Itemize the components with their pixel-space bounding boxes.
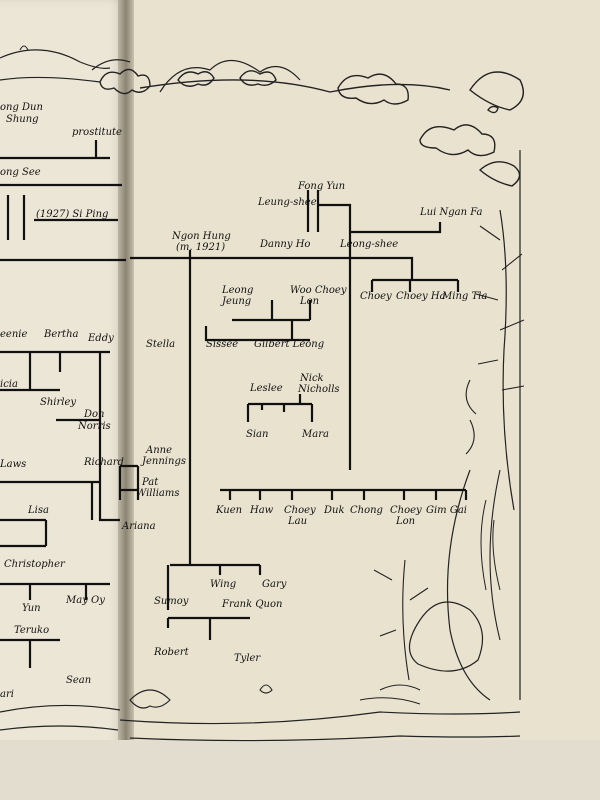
name-christopher: Christopher [4,559,65,570]
name-si-ping: (1927) Si Ping [36,209,109,220]
name-richard: Richard [84,457,124,468]
name-yun: Yun [22,603,41,614]
name-fong-yun: Fong Yun [298,181,346,192]
name-leslee: Leslee [250,383,283,394]
name-teruko: Teruko [14,625,50,636]
name-frank-quon: Frank Quon [222,599,283,610]
name-robert: Robert [154,647,189,658]
name-woo-choey-lon-1: Woo Choey [290,285,347,296]
name-kuen: Kuen [216,505,243,516]
name-chong: Chong [350,505,383,516]
name-duk: Duk [324,505,345,516]
name-haw: Haw [250,505,274,516]
name-leong-jeung-2: Jeung [222,296,252,307]
page-bottom [0,740,600,800]
name-ari: ari [0,689,14,700]
name-pat-williams-2: Williams [136,488,180,499]
name-lisa: Lisa [28,505,49,516]
right-page [132,0,600,800]
name-don-norris-1: Don [84,409,105,420]
name-ngon-hung-1: Ngon Hung [172,231,231,242]
name-fong-dun-shung-1: ong Dun [0,102,43,113]
name-anne-jennings-2: Jennings [142,456,186,467]
name-tyler: Tyler [234,653,261,664]
name-choey-lau-1: Choey [284,505,316,516]
name-danny-ho: Danny Ho [260,239,311,250]
name-nick-nicholls-1: Nick [300,373,324,384]
name-laws: Laws [0,459,27,470]
tree-connector-lines [0,140,468,668]
name-shirley: Shirley [40,397,77,408]
name-stella: Stella [146,339,176,350]
name-fong-dun-shung-2: Shung [6,114,39,125]
name-wing: Wing [210,579,237,590]
name-sissee: Sissee [206,339,239,350]
name-leong-shee: Leong-shee [340,239,399,250]
name-lui-ngan-fa: Lui Ngan Fa [420,207,483,218]
name-choey: Choey [360,291,392,302]
name-ngon-hung-2: (m. 1921) [176,242,226,253]
decorative-border [0,45,525,742]
name-woo-choey-lon-2: Lon [300,296,320,307]
name-icia: icia [0,379,18,390]
name-prostitute: prostitute [72,127,122,138]
name-may-oy: May Oy [66,595,105,606]
name-sumoy: Sumoy [154,596,189,607]
name-bertha: Bertha [44,329,79,340]
name-pat-williams-1: Pat [142,477,159,488]
name-gary: Gary [262,579,287,590]
name-choey-ha: Choey Ha [396,291,446,302]
name-leong-jeung-1: Leong [222,285,254,296]
left-page [0,0,128,800]
name-gilbert-leong: Gilbert Leong [254,339,325,350]
name-mara: Mara [302,429,329,440]
name-anne-jennings-1: Anne [146,445,173,456]
name-choey-lau-2: Lau [288,516,308,527]
name-beenie: eenie [0,329,28,340]
name-don-norris-2: Norris [78,421,111,432]
name-eddy: Eddy [88,333,114,344]
name-gim-gai: Gim Gai [426,505,467,516]
name-nick-nicholls-2: Nicholls [298,384,340,395]
name-choey-lon-1: Choey [390,505,422,516]
name-sian: Sian [246,429,269,440]
name-ariana: Ariana [122,521,156,532]
name-choey-lon-2: Lon [396,516,416,527]
name-sean: Sean [66,675,92,686]
name-ming-tla: Ming Tla [442,291,488,302]
name-leung-shee: Leung-shee [258,197,317,208]
book-gutter [118,0,134,800]
name-fong-see: ong See [0,167,41,178]
